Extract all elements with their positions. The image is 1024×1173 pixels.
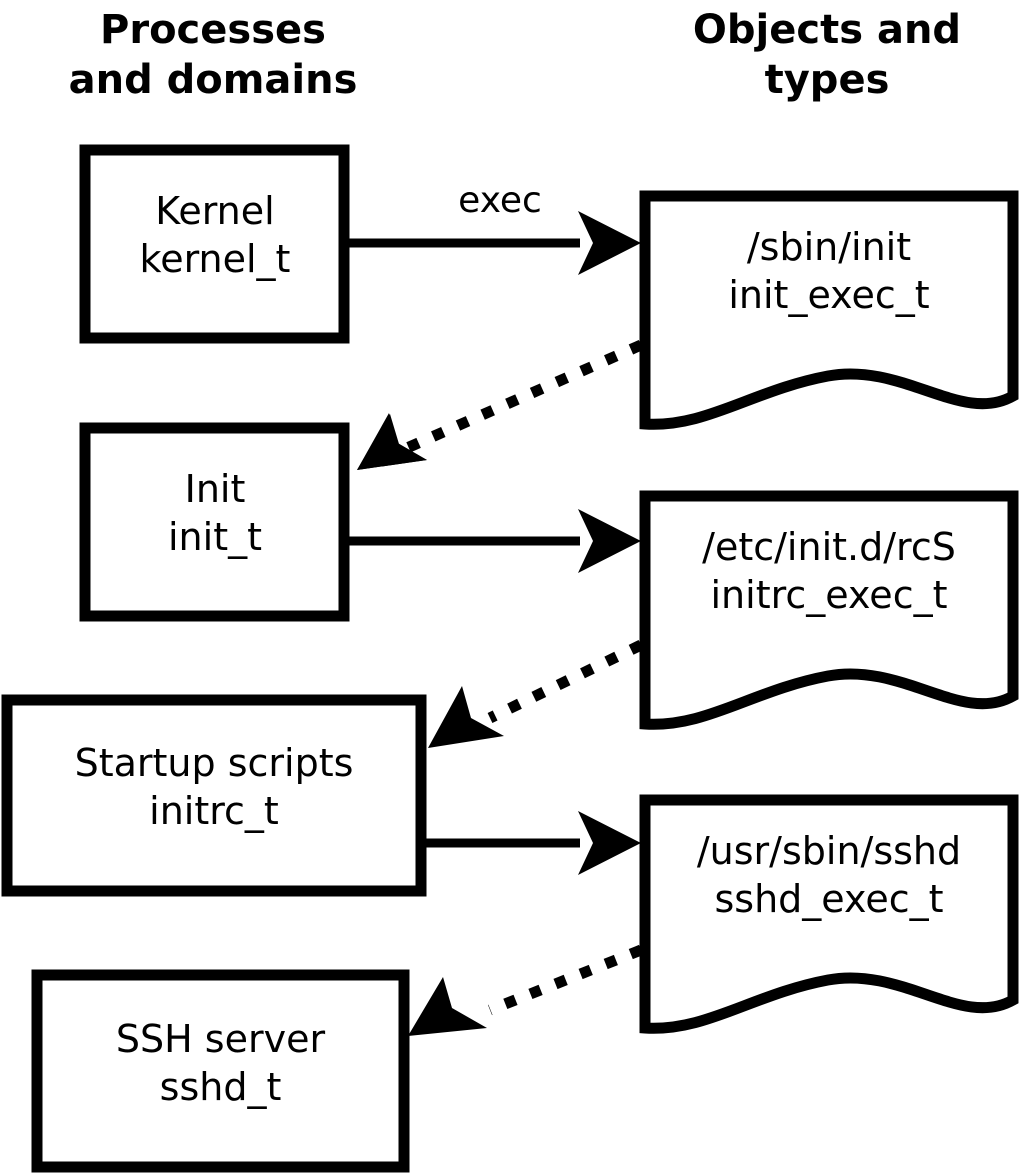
edge-initrc-exec-sshd	[421, 811, 641, 875]
edge-init-exec-initrc	[344, 509, 641, 573]
column-header-objects: Objects and types	[692, 7, 962, 103]
object-node-initrc-exec-shape[interactable]	[639, 490, 1019, 730]
process-node-sshd-label: SSH server sshd_t	[115, 1017, 326, 1109]
object-node-sshd-exec-shape[interactable]	[639, 794, 1019, 1034]
edge-kernel-exec-init	[344, 211, 641, 275]
object-node-init-exec-label: /sbin/init init_exec_t	[728, 225, 930, 317]
process-node-init-label: Init init_t	[168, 467, 262, 559]
edge-initexec-to-init	[357, 339, 644, 470]
edge-label-exec: exec	[458, 180, 542, 221]
process-node-kernel-shape[interactable]	[79, 144, 350, 344]
object-node-initrc-exec-label: /etc/init.d/rcS initrc_exec_t	[702, 525, 956, 617]
process-node-initrc-shape[interactable]	[1, 694, 427, 897]
edge-sshdexec-to-sshd	[408, 944, 644, 1036]
column-header-processes: Processes and domains	[68, 7, 358, 103]
object-node-init-exec-shape[interactable]	[639, 190, 1019, 430]
object-node-sshd-exec-label: /usr/sbin/sshd sshd_exec_t	[696, 829, 962, 921]
process-node-initrc-label: Startup scripts initrc_t	[74, 741, 354, 833]
process-node-init-shape[interactable]	[79, 422, 350, 622]
process-node-sshd-shape[interactable]	[31, 969, 410, 1173]
process-node-kernel-label: Kernel kernel_t	[139, 189, 291, 281]
edge-initrcexec-to-initrc	[428, 640, 644, 748]
